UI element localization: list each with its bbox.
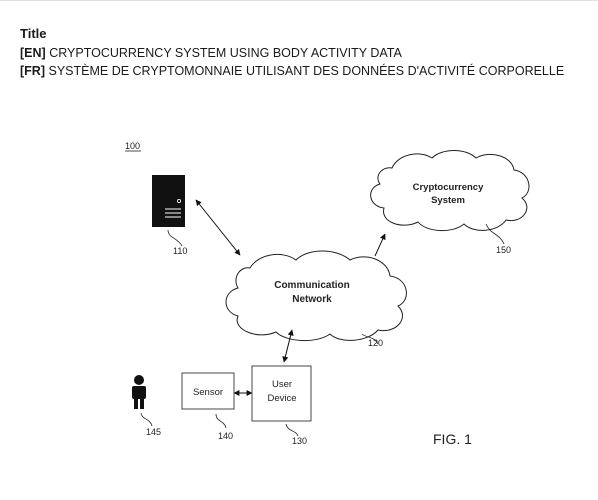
- server-network-arrow: [195, 199, 241, 256]
- person-ref-label: 145: [146, 427, 161, 437]
- device-label-line1: User: [272, 379, 292, 390]
- lang-tag-en: [EN]: [20, 46, 46, 60]
- title-french: [FR] SYSTÈME DE CRYPTOMONNAIE UTILISANT …: [20, 64, 564, 78]
- section-title: Title: [20, 26, 47, 41]
- network-ref-label: 120: [368, 338, 383, 348]
- top-divider: [0, 0, 598, 1]
- device-label-line2: Device: [267, 393, 296, 404]
- sensor-label: Sensor: [193, 387, 223, 398]
- network-cloud-shape: [225, 250, 407, 341]
- user-device-box: [251, 365, 312, 422]
- person-icon: [132, 375, 146, 409]
- figure-number-label: FIG. 1: [433, 431, 472, 447]
- title-english: [EN] CRYPTOCURRENCY SYSTEM USING BODY AC…: [20, 46, 402, 60]
- network-crypto-arrow: [374, 233, 386, 257]
- network-label-line2: Network: [292, 294, 332, 305]
- network-device-arrow: [282, 329, 294, 363]
- device-ref-label: 130: [292, 436, 307, 446]
- title-text-fr: SYSTÈME DE CRYPTOMONNAIE UTILISANT DES D…: [48, 64, 565, 78]
- crypto-label-line1: Cryptocurrency: [413, 182, 484, 193]
- lang-tag-fr: [FR]: [20, 64, 45, 78]
- sensor-ref-label: 140: [218, 431, 233, 441]
- network-ref-leader: [361, 333, 379, 345]
- person-ref-leader: [140, 412, 153, 427]
- device-ref-leader: [285, 423, 299, 437]
- server-icon: [152, 175, 185, 227]
- title-text-en: CRYPTOCURRENCY SYSTEM USING BODY ACTIVIT…: [49, 46, 402, 60]
- crypto-ref-label: 150: [496, 245, 511, 255]
- server-ref-leader: [167, 229, 183, 247]
- sensor-box: [181, 372, 235, 410]
- server-ref-label: 110: [173, 246, 187, 256]
- sensor-ref-leader: [215, 413, 227, 429]
- crypto-cloud-shape: [370, 150, 530, 231]
- crypto-label-line2: System: [431, 195, 465, 206]
- network-label-line1: Communication: [274, 280, 350, 291]
- crypto-ref-leader: [485, 223, 505, 245]
- system-ref-label: 100: [125, 141, 140, 151]
